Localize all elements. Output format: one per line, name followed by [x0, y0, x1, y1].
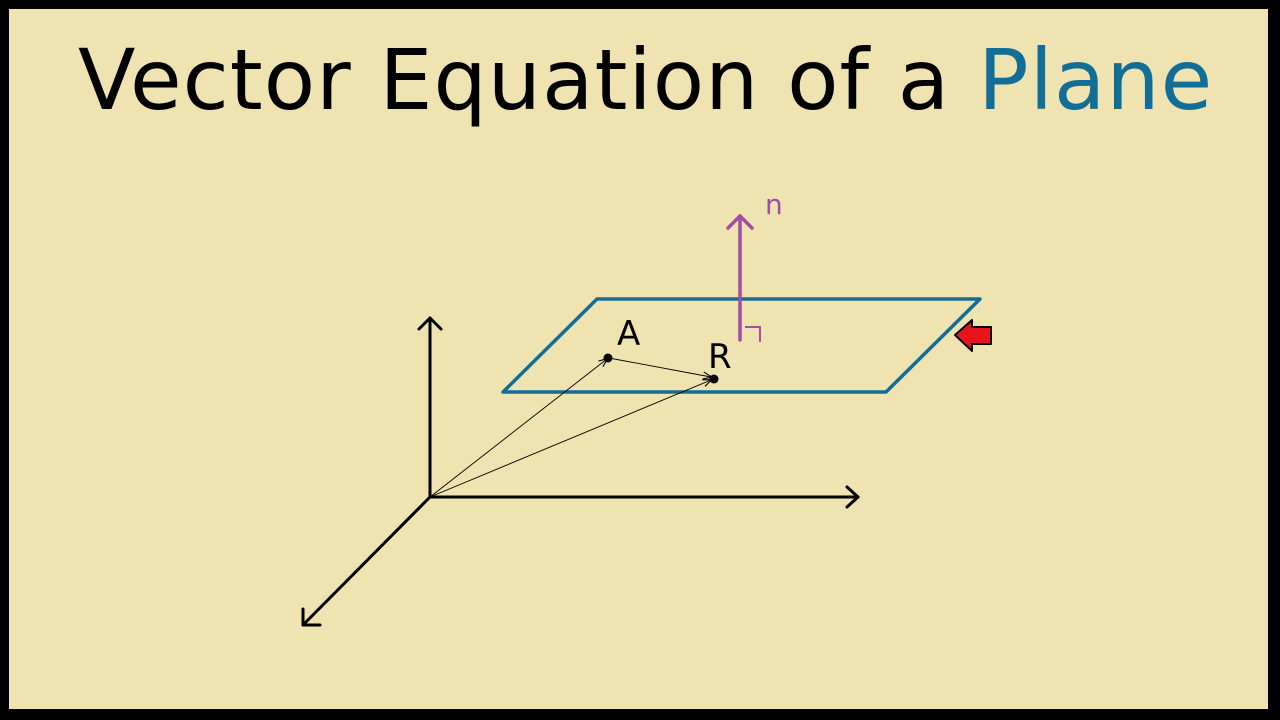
- position-vector-a: [429, 359, 607, 498]
- point-r: [709, 374, 719, 384]
- point-a: [603, 353, 613, 363]
- normal-label: n: [765, 188, 783, 221]
- right-angle-mark: [745, 326, 761, 342]
- title-main-text: Vector Equation of a: [78, 31, 978, 129]
- point-r-label: R: [708, 337, 732, 377]
- z-axis-arrowhead: [417, 316, 443, 331]
- red-pointer-arrow-icon: [954, 319, 992, 352]
- plane-outline: [501, 297, 982, 394]
- y-axis-arrowhead: [845, 485, 860, 509]
- point-a-label: A: [617, 314, 640, 354]
- normal-vector: [726, 214, 754, 342]
- board-background: [9, 9, 1268, 709]
- vector-a-to-r: [608, 357, 711, 377]
- page-title: Vector Equation of a Plane: [78, 20, 1213, 140]
- x-axis-arrowhead: [301, 607, 322, 627]
- x-axis: [301, 495, 432, 627]
- normal-vector-arrowhead: [726, 214, 754, 230]
- title-accent-word: Plane: [977, 31, 1214, 129]
- position-vector-r: [429, 380, 711, 498]
- coordinate-axes: [301, 316, 860, 627]
